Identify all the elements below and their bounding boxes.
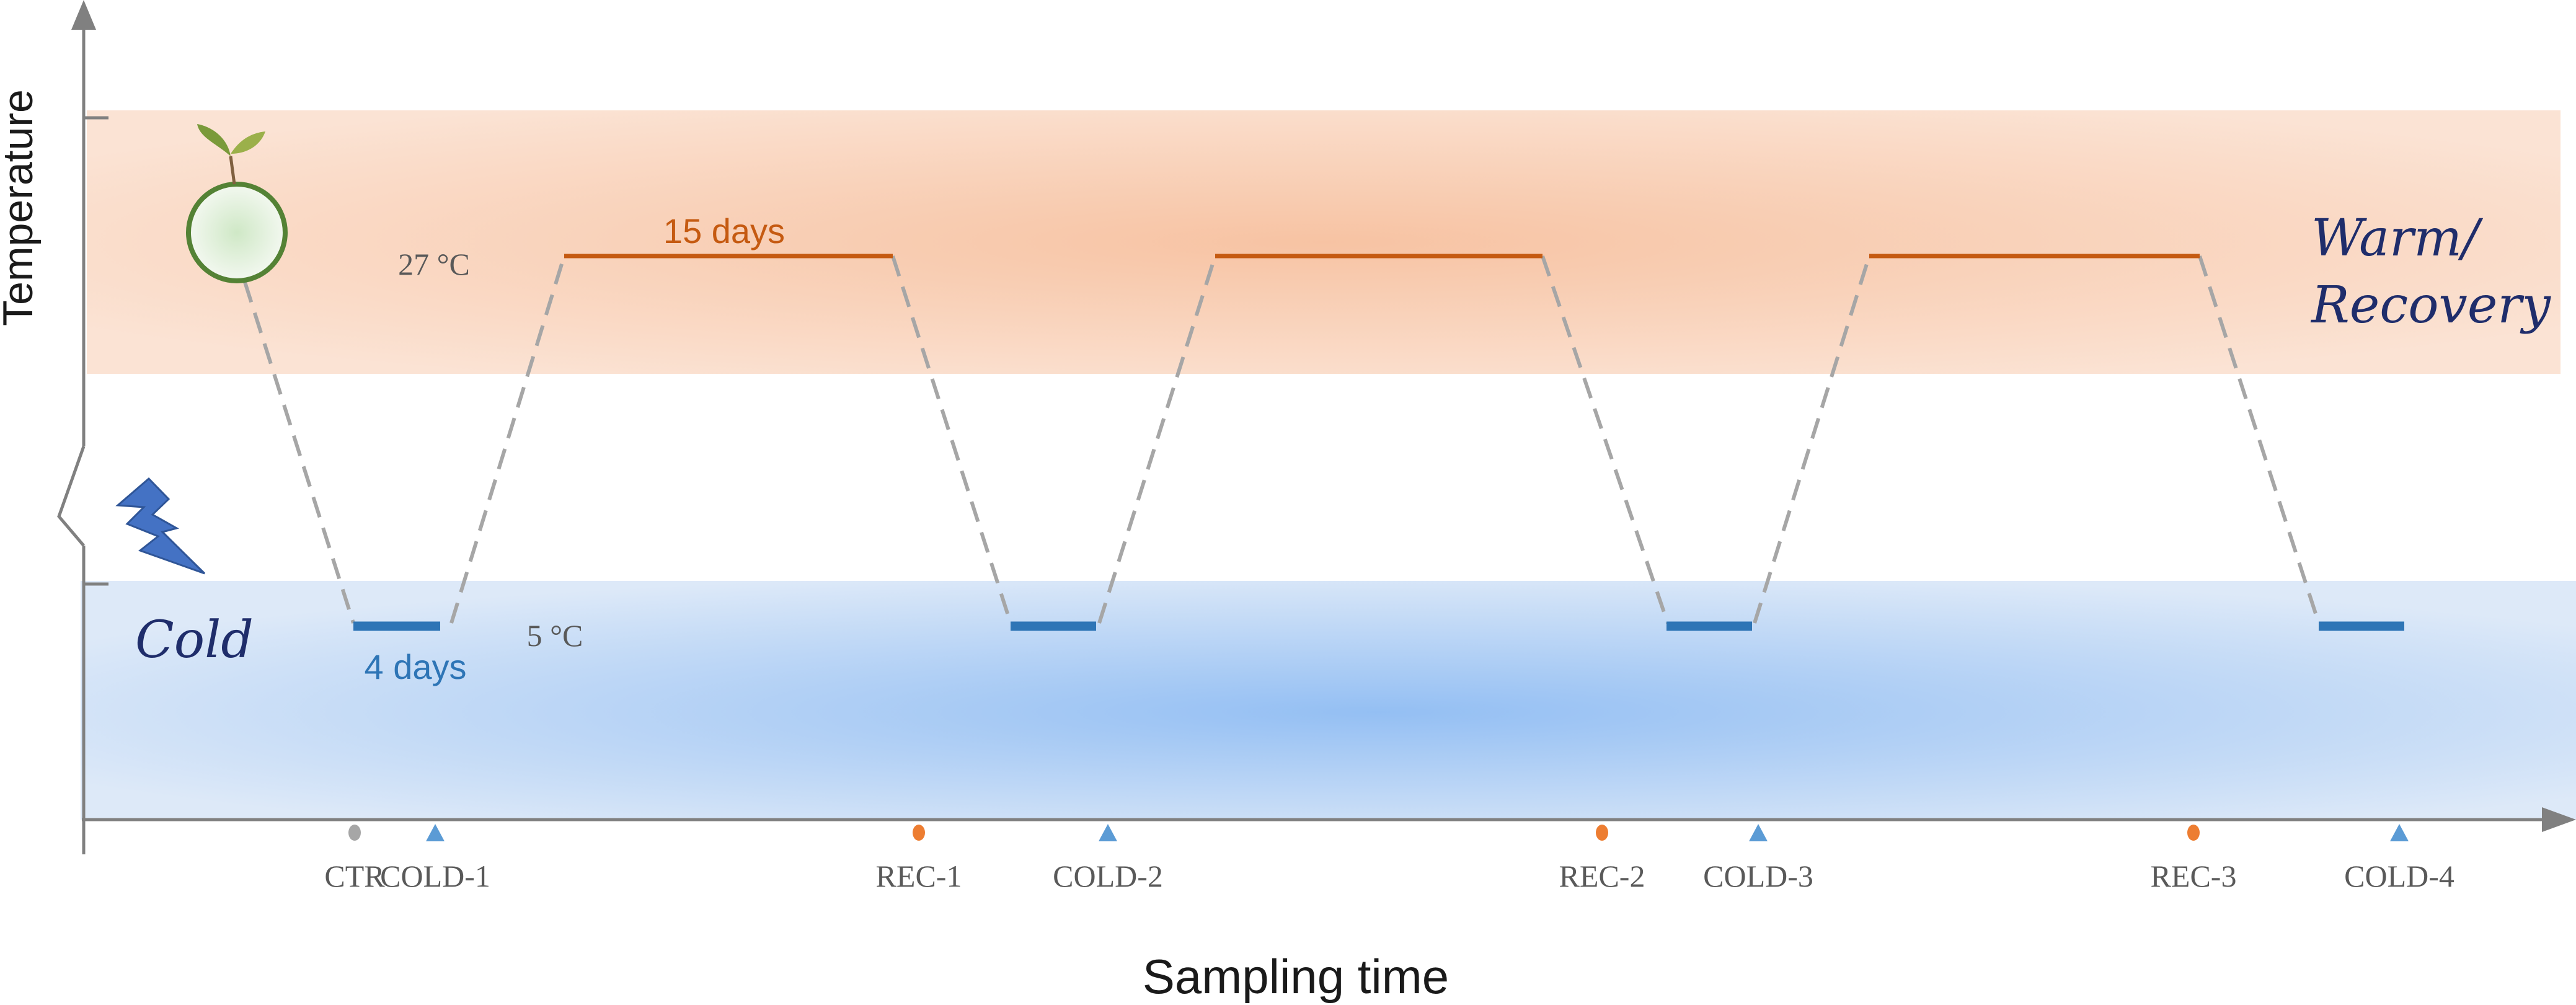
sample-marker-rec-1 — [913, 825, 925, 841]
sample-marker-cold-3 — [1749, 824, 1768, 841]
sample-label-cold-2: COLD-2 — [1053, 859, 1163, 893]
sample-label-rec-2: REC-2 — [1559, 859, 1645, 893]
sample-marker-rec-2 — [1596, 825, 1608, 841]
sample-label-cold-3: COLD-3 — [1703, 859, 1813, 893]
warm-temperature-label: 27 °C — [398, 247, 470, 281]
sample-label-rec-3: REC-3 — [2151, 859, 2237, 893]
warm-band-label-line2: Recovery — [2310, 276, 2552, 335]
warm-band-label-line1: Warm/ — [2311, 209, 2484, 268]
cold-duration-label: 4 days — [365, 647, 467, 686]
sample-marker-cold-4 — [2390, 824, 2409, 841]
lightning-icon — [115, 477, 206, 575]
y-axis — [57, 22, 108, 854]
sample-marker-cold-1 — [426, 824, 445, 841]
cold-band — [81, 581, 2576, 820]
cold-temperature-label: 5 °C — [527, 618, 583, 653]
cold-band-label: Cold — [135, 611, 254, 670]
x-axis-arrowhead — [2542, 807, 2576, 832]
transition-dashes — [243, 255, 2321, 624]
x-axis-label: Sampling time — [1143, 949, 1449, 1004]
sample-label-cold-4: COLD-4 — [2344, 859, 2454, 893]
warm-band — [87, 110, 2561, 374]
sample-label-cold-1: COLD-1 — [380, 859, 490, 893]
sample-marker-cold-2 — [1099, 824, 1117, 841]
y-axis-arrowhead — [71, 0, 96, 30]
sample-marker-rec-3 — [2187, 825, 2200, 841]
sample-label-ctr: CTR — [324, 859, 385, 893]
sample-marker-ctr — [348, 825, 361, 841]
warm-duration-label: 15 days — [663, 211, 785, 250]
y-axis-label: Temperature — [0, 89, 42, 326]
sample-label-rec-1: REC-1 — [876, 859, 962, 893]
seedling-icon — [186, 124, 288, 283]
